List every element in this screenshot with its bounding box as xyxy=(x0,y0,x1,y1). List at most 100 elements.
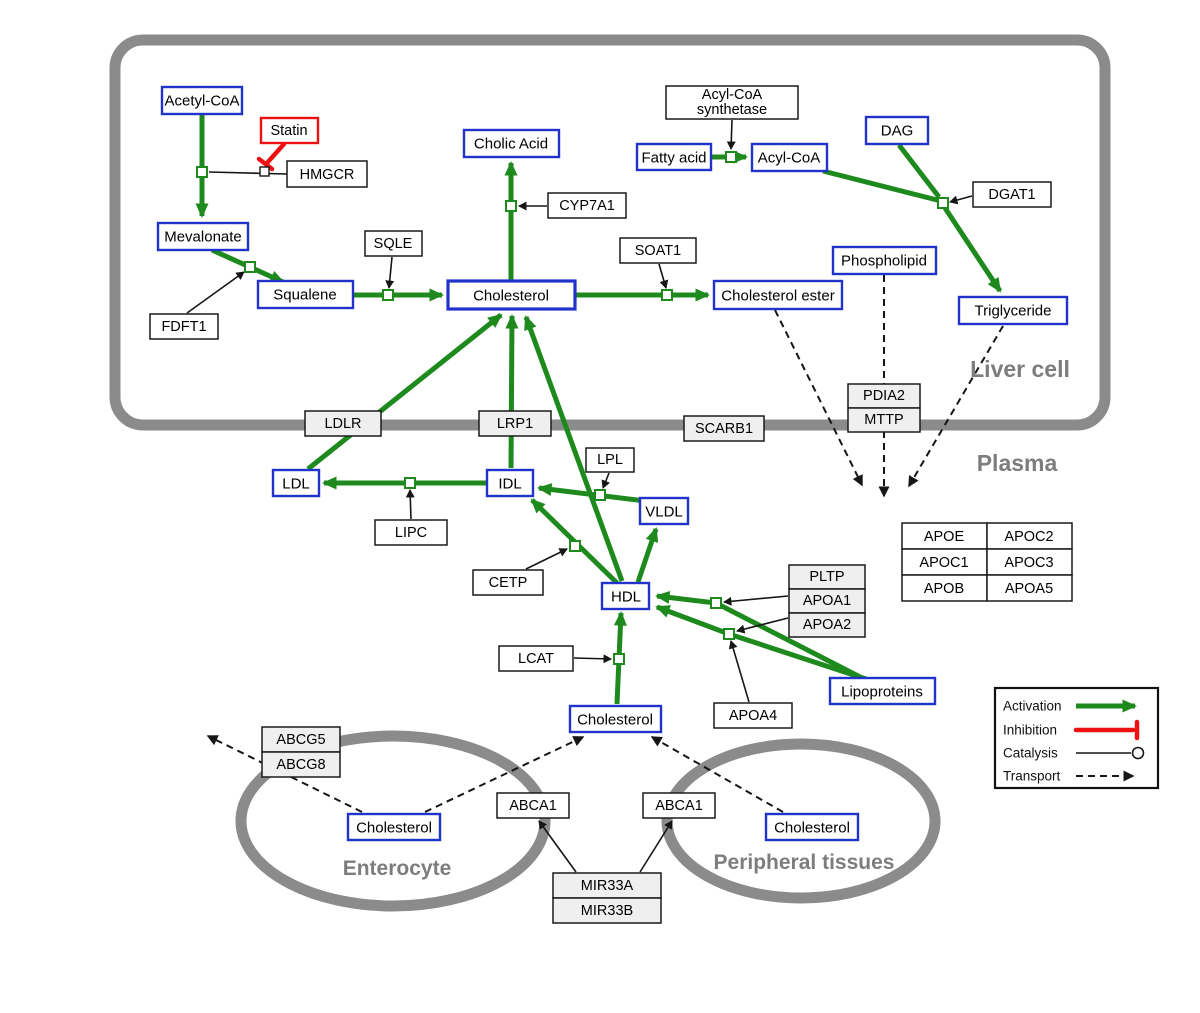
legend-catalysis-label: Catalysis xyxy=(1003,746,1058,761)
regulator-mir33b[interactable]: MIR33B xyxy=(552,897,662,924)
node-acetyl-coa-label: Acetyl-CoA xyxy=(164,93,239,110)
transporter-abcg5[interactable]: ABCG5 xyxy=(261,726,341,753)
edge-peripheral-cholesterol-to-plasma-cholesterol xyxy=(650,736,784,813)
node-acyl-coa[interactable]: Acyl-CoA xyxy=(750,142,829,173)
node-hdl[interactable]: HDL xyxy=(600,581,651,611)
node-fatty-acid[interactable]: Fatty acid xyxy=(635,142,713,172)
apo-cell-apob-label: APOB xyxy=(924,581,964,597)
node-cholesterol-peripheral[interactable]: Cholesterol xyxy=(764,812,860,842)
enzyme-lpl[interactable]: LPL xyxy=(585,447,635,473)
apo-cell-apoe[interactable]: APOE xyxy=(901,522,988,550)
receptor-scarb1-label: SCARB1 xyxy=(695,421,753,437)
node-cholesterol-plasma[interactable]: Cholesterol xyxy=(568,704,663,734)
edge-hmgcr-catalysis xyxy=(208,171,288,175)
edge-lpl-catalysis xyxy=(601,472,610,489)
enzyme-lpl-label: LPL xyxy=(597,452,623,468)
apo-cell-apoa5[interactable]: APOA5 xyxy=(986,574,1073,602)
edge-ldl-to-cholesterol-via-ldlr xyxy=(306,313,503,471)
enterocyte-label: Enterocyte xyxy=(343,857,452,880)
node-cholic-acid[interactable]: Cholic Acid xyxy=(462,128,561,159)
receptor-ldlr[interactable]: LDLR xyxy=(304,410,382,437)
transporter-abcg8-label: ABCG8 xyxy=(276,757,325,773)
node-hdl-label: HDL xyxy=(611,589,641,606)
edge-acyl-coa-synthetase-catalysis xyxy=(726,119,736,150)
enzyme-fdft1[interactable]: FDFT1 xyxy=(149,313,219,340)
node-cholic-acid-label: Cholic Acid xyxy=(474,136,548,153)
node-cholesterol-enterocyte-label: Cholesterol xyxy=(356,820,432,837)
node-ldl[interactable]: LDL xyxy=(271,468,321,498)
edge-cetp-catalysis xyxy=(525,548,568,570)
statin-inhibition-bar xyxy=(256,156,275,172)
enzyme-cetp[interactable]: CETP xyxy=(472,569,544,596)
transporter-abca1-peripheral[interactable]: ABCA1 xyxy=(642,792,716,819)
enzyme-acyl-coa-synthetase[interactable]: Acyl-CoA synthetase xyxy=(665,85,799,120)
node-vldl[interactable]: VLDL xyxy=(638,496,690,526)
node-cholesterol-liver[interactable]: Cholesterol xyxy=(446,279,577,311)
node-lipoproteins[interactable]: Lipoproteins xyxy=(828,676,937,706)
node-dag[interactable]: DAG xyxy=(864,115,930,146)
receptor-scarb1[interactable]: SCARB1 xyxy=(683,415,765,442)
enzyme-apoa2[interactable]: APOA2 xyxy=(788,612,866,638)
edge-mir33-to-abca1-enterocyte xyxy=(538,820,577,873)
transporter-abca1-peripheral-label: ABCA1 xyxy=(655,798,703,814)
apo-cell-apoc1[interactable]: APOC1 xyxy=(901,548,988,576)
reaction-node-pltp xyxy=(710,597,722,609)
receptor-lrp1-label: LRP1 xyxy=(497,416,533,432)
enzyme-acyl-coa-synthetase-label-1: Acyl-CoA xyxy=(702,87,763,103)
enzyme-lcat[interactable]: LCAT xyxy=(498,645,574,672)
node-cholesterol-plasma-label: Cholesterol xyxy=(577,712,653,729)
apo-cell-apob[interactable]: APOB xyxy=(901,574,988,602)
enzyme-apoa2-label: APOA2 xyxy=(803,617,851,633)
regulator-mir33a[interactable]: MIR33A xyxy=(552,872,662,899)
enzyme-mttp-label: MTTP xyxy=(864,412,903,428)
transporter-abca1-enterocyte[interactable]: ABCA1 xyxy=(496,792,570,819)
enzyme-apoa4[interactable]: APOA4 xyxy=(713,702,793,729)
node-cholesterol-enterocyte[interactable]: Cholesterol xyxy=(346,812,442,842)
enzyme-lipc[interactable]: LIPC xyxy=(374,519,448,546)
enzyme-apoa1[interactable]: APOA1 xyxy=(788,588,866,614)
node-acetyl-coa[interactable]: Acetyl-CoA xyxy=(160,85,244,116)
node-triglyceride[interactable]: Triglyceride xyxy=(957,295,1069,326)
enzyme-pltp[interactable]: PLTP xyxy=(788,564,866,590)
apo-cell-apoc1-label: APOC1 xyxy=(919,555,968,571)
node-mevalonate[interactable]: Mevalonate xyxy=(156,221,250,252)
enzyme-soat1[interactable]: SOAT1 xyxy=(619,237,697,264)
enzyme-dgat1[interactable]: DGAT1 xyxy=(972,181,1052,208)
edge-hdl-to-cholesterol xyxy=(523,315,625,582)
edge-apoa2-catalysis xyxy=(736,617,789,634)
transporter-abcg8[interactable]: ABCG8 xyxy=(261,751,341,778)
edge-dag-to-junction xyxy=(897,143,941,199)
node-idl[interactable]: IDL xyxy=(485,468,535,498)
node-squalene[interactable]: Squalene xyxy=(256,279,355,310)
node-triglyceride-label: Triglyceride xyxy=(975,303,1052,320)
node-ldl-label: LDL xyxy=(282,476,310,493)
enzyme-pdia2[interactable]: PDIA2 xyxy=(847,383,921,409)
reaction-nodes xyxy=(196,151,949,665)
edge-fdft1-catalysis xyxy=(186,271,245,314)
catalysis-port-hmgcr xyxy=(259,166,270,177)
enzyme-cyp7a1[interactable]: CYP7A1 xyxy=(547,192,627,219)
node-dag-label: DAG xyxy=(881,123,914,140)
node-phospholipid[interactable]: Phospholipid xyxy=(831,245,938,276)
enzyme-statin-label: Statin xyxy=(270,123,307,139)
node-vldl-label: VLDL xyxy=(645,504,683,521)
receptor-lrp1[interactable]: LRP1 xyxy=(478,410,552,437)
enzyme-soat1-label: SOAT1 xyxy=(635,243,681,259)
enzyme-sqle[interactable]: SQLE xyxy=(364,230,423,257)
enzyme-mttp[interactable]: MTTP xyxy=(847,407,921,433)
edge-lcat-catalysis xyxy=(573,654,612,664)
edge-junction-to-triglyceride xyxy=(942,206,1003,293)
edge-cholesterol-ester-to-plasma xyxy=(774,309,863,487)
peripheral-tissues-label: Peripheral tissues xyxy=(714,851,895,874)
enzyme-hmgcr-label: HMGCR xyxy=(300,167,355,183)
enzyme-statin[interactable]: Statin xyxy=(259,116,320,145)
enzyme-hmgcr[interactable]: HMGCR xyxy=(286,160,368,188)
plasma-label: Plasma xyxy=(977,450,1058,476)
reaction-node-dgat1 xyxy=(937,197,949,209)
apo-cell-apoc2[interactable]: APOC2 xyxy=(986,522,1073,550)
apo-cell-apoc3-label: APOC3 xyxy=(1004,555,1053,571)
apo-cell-apoc3[interactable]: APOC3 xyxy=(986,548,1073,576)
enzyme-pdia2-label: PDIA2 xyxy=(863,388,905,404)
node-cholesterol-ester[interactable]: Cholesterol ester xyxy=(712,279,844,311)
edge-triglyceride-to-plasma xyxy=(908,325,1004,488)
